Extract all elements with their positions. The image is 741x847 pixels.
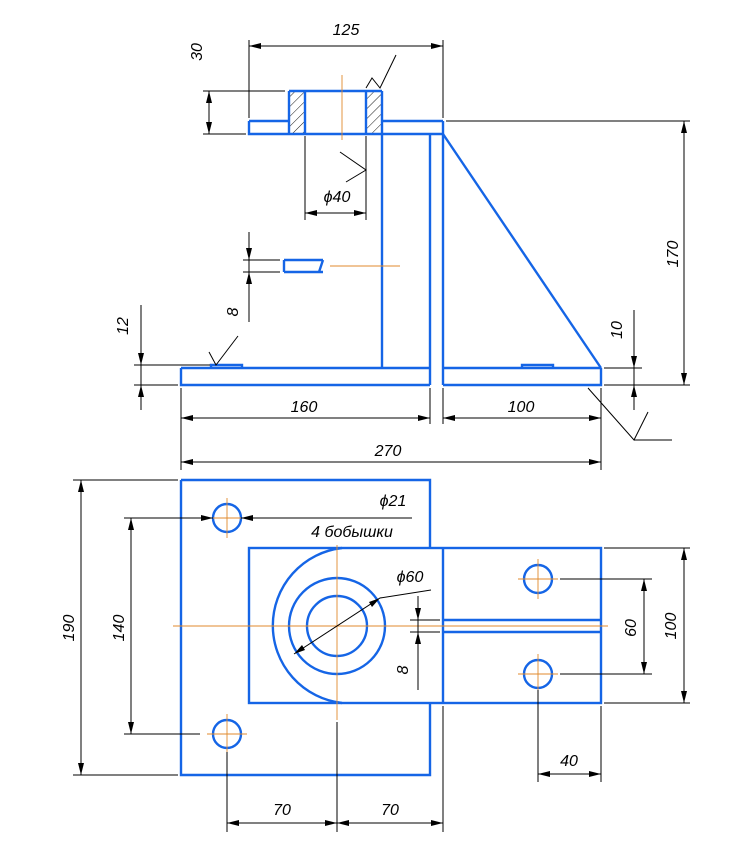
rib xyxy=(442,133,602,369)
dim-center-left: 70 xyxy=(273,802,291,819)
dim-slot-width: 8 xyxy=(225,307,242,316)
dim-70-lines xyxy=(226,706,444,832)
upper-plate xyxy=(247,546,603,705)
top-view: ϕ21 4 бобышки ϕ60 190 140 100 60 8 40 xyxy=(61,478,690,832)
dim-30-lines xyxy=(203,90,285,135)
slot-top-view xyxy=(443,618,601,634)
boss-section-left xyxy=(289,91,305,134)
dim-plate-width: 100 xyxy=(663,613,680,640)
dim-slot: 8 xyxy=(395,665,412,674)
dim-8-slot-arrows xyxy=(246,248,252,284)
note-bosses: 4 бобышки xyxy=(311,524,393,541)
column xyxy=(380,121,445,385)
roughness-mark-base xyxy=(587,387,672,441)
dim-40-lines xyxy=(304,136,367,220)
base-plate xyxy=(179,366,603,387)
boss-section-right xyxy=(366,91,382,134)
dim-8-top-arrows xyxy=(415,608,421,644)
boss-pads xyxy=(209,363,555,368)
dim-base-thickness: 12 xyxy=(115,317,132,335)
slot-section xyxy=(282,258,325,274)
roughness-mark-boss xyxy=(365,54,397,89)
dim-boss-width: 125 xyxy=(333,22,360,39)
dim-170-lines xyxy=(446,120,690,386)
dim-100-lines xyxy=(604,547,690,704)
boss-outline xyxy=(287,89,384,134)
dim-base-left: 160 xyxy=(291,399,318,416)
base-outline xyxy=(179,478,432,777)
dim-12-lines xyxy=(134,305,210,410)
dim-bore: ϕ40 xyxy=(324,189,351,206)
dim-12-arrows xyxy=(138,353,144,397)
dim-base-right: 100 xyxy=(508,399,535,416)
roughness-mark-pad xyxy=(208,335,239,366)
dim-140-lines xyxy=(124,517,200,735)
dim-70-arrows xyxy=(227,820,443,826)
dim-hole-spacing-right: 60 xyxy=(623,619,640,637)
dim-total-height: 170 xyxy=(665,241,682,268)
dim-60-ring-arrows xyxy=(294,598,380,654)
dim-60-right-lines xyxy=(560,578,652,675)
dim-base-lines xyxy=(180,388,602,470)
dim-190-lines xyxy=(73,479,178,776)
boss-arc xyxy=(271,546,343,705)
dim-pad-height: 10 xyxy=(609,321,626,339)
dim-8-top-lines xyxy=(410,596,440,690)
dim-ring: ϕ60 xyxy=(397,569,424,586)
dim-30-arrows xyxy=(206,91,212,134)
dim-overall-width: 190 xyxy=(61,615,78,642)
dim-hole-offset: 40 xyxy=(560,753,578,770)
dim-overall-length: 270 xyxy=(374,443,402,460)
top-view-centerlines xyxy=(173,498,608,754)
front-view: 125 30 ϕ40 8 12 170 10 160 xyxy=(115,22,690,470)
dim-boss-height: 30 xyxy=(189,43,206,61)
dim-hole: ϕ21 xyxy=(380,493,407,510)
hole-leader-arrows xyxy=(201,515,253,521)
dim-125-lines xyxy=(248,40,444,118)
dim-10-arrows xyxy=(631,356,637,397)
dim-center-right: 70 xyxy=(381,802,399,819)
roughness-mark-bore xyxy=(339,151,367,183)
dim-hole-spacing-left: 140 xyxy=(111,615,128,642)
top-flange xyxy=(247,119,443,136)
